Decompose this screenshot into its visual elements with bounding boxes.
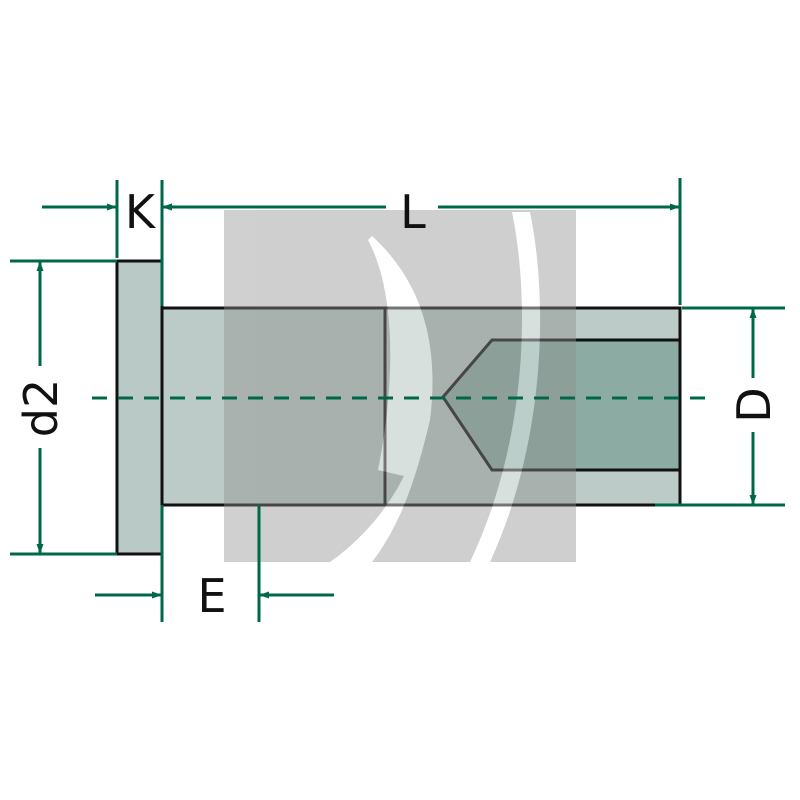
rivet-part [115,259,682,556]
dimension-d: D [655,306,785,507]
dimension-k: K [42,180,200,306]
dimension-e: E [95,505,334,623]
dimension-d2: d2 [10,259,117,556]
rivet-head [115,259,164,556]
threaded-bore [441,338,682,472]
label-k: K [125,185,157,239]
label-e: E [197,569,226,623]
label-l: L [400,185,426,239]
label-d: D [727,387,781,422]
dimension-l: L [162,178,682,305]
label-d2: d2 [14,379,68,437]
watermark-logo [224,210,576,562]
